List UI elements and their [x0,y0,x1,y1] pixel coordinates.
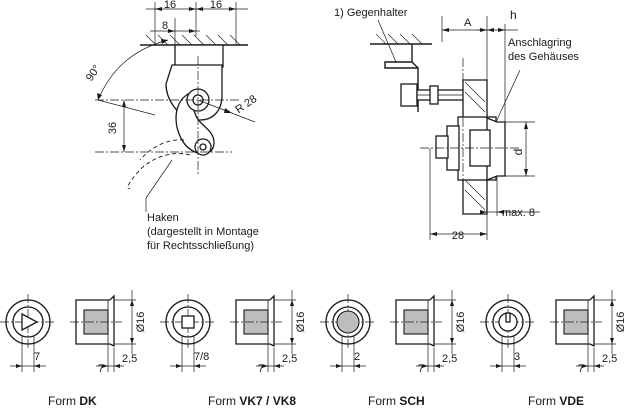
side-view-labels: 1) Gegenhalter A h Anschlagring des Gehä… [334,7,579,242]
stop-ring-label-1: Anschlagring [508,37,572,49]
dim-diameter: Ø16 [455,312,467,333]
dim-8: 8 [162,20,168,32]
form-label: Form DK [48,394,97,408]
form-label: Form SCH [368,394,425,408]
dim-face: 7 [34,351,40,363]
dim-face: 2 [354,351,360,363]
dim-28: 28 [452,230,464,242]
square-insert-icon [181,315,195,329]
dim-diameter: Ø16 [135,312,147,333]
form-label: Form VDE [528,394,584,408]
dim-collar: 2,5 [122,353,137,365]
dim-diameter: Ø16 [295,312,307,333]
dim-face: 3 [514,351,520,363]
side-view [370,16,540,240]
dim-h: h [510,8,517,22]
dim-collar: 2,5 [602,353,617,365]
dim-collar: 2,5 [282,353,297,365]
dim-36: 36 [107,122,119,134]
dim-max-8: max. 8 [502,207,535,219]
dim-d: d [511,149,525,156]
hook-label-title: Haken [147,212,179,224]
triangle-insert-icon [21,312,39,332]
dim-90-degree: 90° [84,63,103,84]
hook-view [95,2,256,212]
dim-diameter: Ø16 [615,312,624,333]
dim-collar: 2,5 [442,353,457,365]
dim-face: 7/8 [194,351,209,363]
hook-label-line3: für Rechtsschließung) [147,240,254,252]
dim-body: 7 [258,363,264,375]
dim-16-left: 16 [164,0,176,11]
dim-a: A [464,17,472,29]
hook-label-line2: (dargestellt in Montage [147,226,259,238]
dim-body: 7 [418,363,424,375]
dim-body: 7 [98,363,104,375]
form-label: Form VK7 / VK8 [208,394,296,408]
counterholder-note: 1) Gegenhalter [334,7,408,19]
slot-insert-icon [336,310,360,334]
dim-body: 7 [578,363,584,375]
dim-r28: R 28 [233,93,259,116]
stop-ring-label-2: des Gehäuses [508,51,579,63]
dim-16-right: 16 [210,0,222,11]
